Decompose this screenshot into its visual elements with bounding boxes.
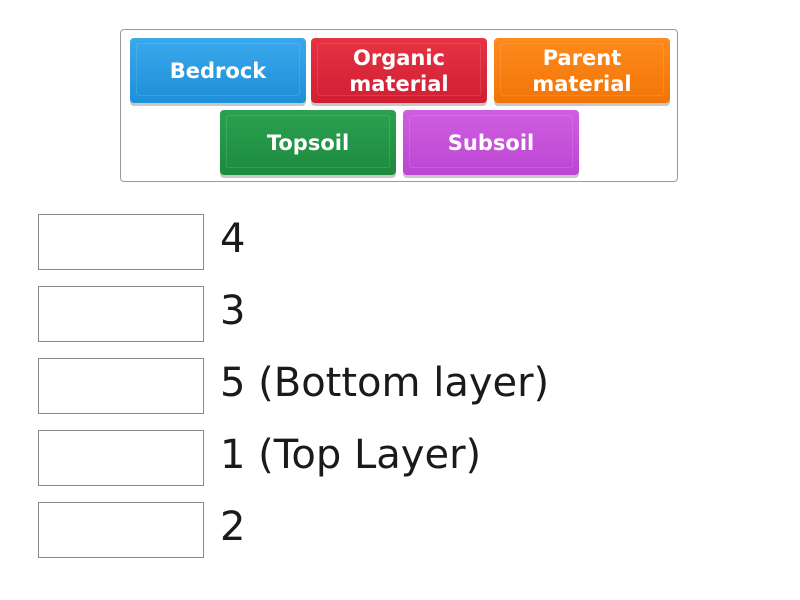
drop-slot-4[interactable] (38, 430, 204, 486)
slot-label-5: 2 (220, 504, 246, 550)
tile-label: Bedrock (169, 58, 267, 83)
tile-topsoil[interactable]: Topsoil (220, 110, 396, 175)
tile-label: Organic material (349, 45, 449, 96)
slot-label-3: 5 (Bottom layer) (220, 360, 550, 406)
slot-label-2: 3 (220, 288, 246, 334)
slot-label-1: 4 (220, 216, 246, 262)
drop-slot-2[interactable] (38, 286, 204, 342)
drop-slot-5[interactable] (38, 502, 204, 558)
tile-parent-material[interactable]: Parent material (494, 38, 670, 103)
slot-label-4: 1 (Top Layer) (220, 432, 482, 478)
tile-organic-material[interactable]: Organic material (311, 38, 487, 103)
tile-label: Subsoil (447, 130, 535, 155)
tile-label: Topsoil (266, 130, 350, 155)
tile-bedrock[interactable]: Bedrock (130, 38, 306, 103)
word-bank: Bedrock Organic material Parent material… (120, 29, 678, 182)
drop-slot-1[interactable] (38, 214, 204, 270)
tile-subsoil[interactable]: Subsoil (403, 110, 579, 175)
drop-slot-3[interactable] (38, 358, 204, 414)
tile-label: Parent material (532, 45, 632, 96)
